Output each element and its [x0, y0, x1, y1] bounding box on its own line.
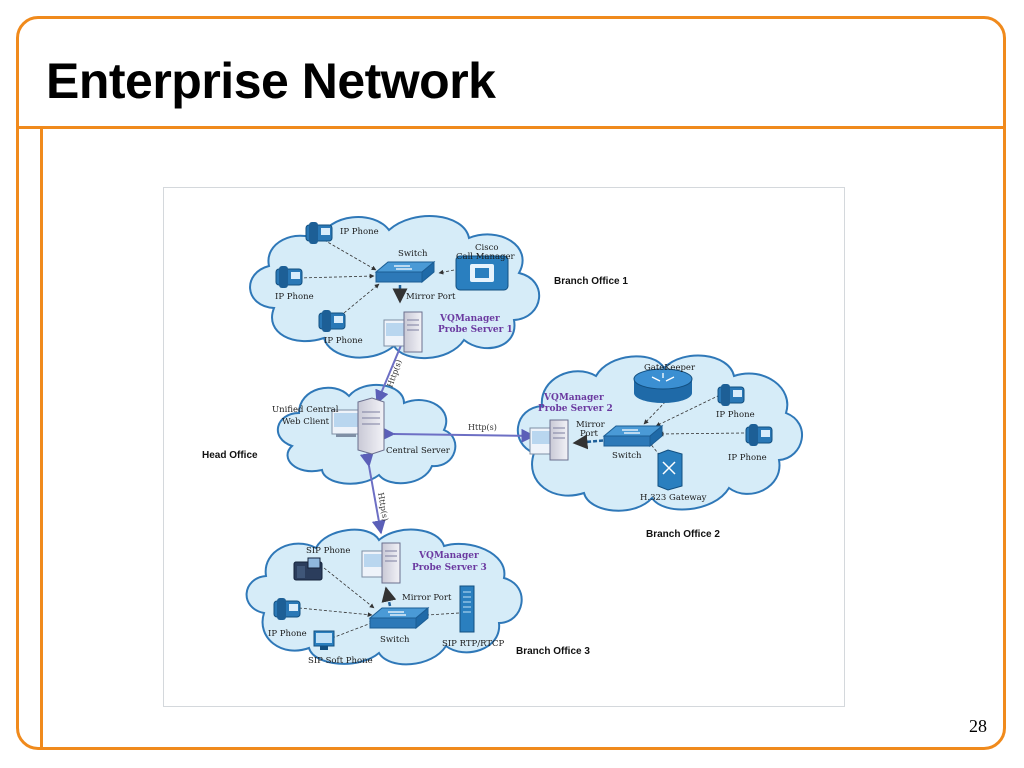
- left-accent-bar: [40, 126, 43, 750]
- probe-server-icon: [529, 419, 569, 461]
- link-b3-sipphone-switch: [323, 567, 375, 609]
- sip-rtp-server-icon: [459, 585, 475, 633]
- call-manager-icon: [455, 255, 509, 291]
- ip-phone-icon: [305, 222, 333, 244]
- link-b2-phone2-switch: [658, 431, 745, 437]
- head-central-server-label: Central Server: [386, 446, 451, 456]
- link-b3-ipphone-switch: [298, 607, 373, 617]
- link-http-head-b3: [359, 452, 386, 535]
- link-b1-cisco-switch: [438, 269, 455, 275]
- b1-callmanager-label: Call Manager: [456, 252, 515, 262]
- b3-probe-label-line1: VQManager: [418, 551, 479, 561]
- network-diagram: IP Phone IP Phone IP Phone Switch Cisco …: [163, 187, 845, 707]
- b2-ip-phone-2-label: IP Phone: [728, 453, 767, 463]
- head-client-label-line2: Web Client: [282, 417, 330, 427]
- b3-probe-label-line2: Probe Server 3: [412, 563, 487, 573]
- probe-server-icon: [361, 542, 401, 584]
- b2-mirror-label-line2: Port: [580, 429, 599, 439]
- link-b1-phone2-switch: [298, 273, 375, 279]
- network-diagram-svg: IP Phone IP Phone IP Phone Switch Cisco …: [202, 215, 803, 666]
- b3-ip-phone-label: IP Phone: [268, 629, 307, 639]
- b1-ip-phone-1-label: IP Phone: [340, 227, 379, 237]
- b3-sip-phone-label: SIP Phone: [306, 546, 350, 556]
- b1-ip-phone-2-label: IP Phone: [275, 292, 314, 302]
- ip-phone-icon: [745, 424, 773, 446]
- link-http-head-b2: [381, 426, 536, 443]
- h323-gateway-icon: [657, 449, 683, 491]
- sip-soft-phone-icon: [313, 630, 335, 650]
- head-office-label: Head Office: [202, 450, 258, 461]
- link-b2-gateway-switch: [648, 441, 667, 464]
- b3-sip-soft-phone-label: SIP Soft Phone: [308, 656, 373, 666]
- b2-probe-label-line1: VQManager: [543, 393, 604, 403]
- link-b1-phone3-switch: [343, 283, 380, 314]
- b2-switch-label: Switch: [612, 451, 642, 461]
- b2-probe-label-line2: Probe Server 2: [538, 404, 613, 414]
- link-b1-phone1-switch: [323, 239, 377, 271]
- link-b3-mirror-port: [381, 586, 397, 607]
- sip-phone-icon: [293, 557, 323, 581]
- gatekeeper-icon: [633, 368, 693, 403]
- b1-cisco-label-line1: Cisco: [475, 243, 498, 253]
- ip-phone-icon: [273, 598, 301, 620]
- b3-switch-label: Switch: [380, 635, 410, 645]
- branch-office-2-label: Branch Office 2: [646, 529, 720, 540]
- b1-probe-label-line1: VQManager: [439, 314, 500, 324]
- b2-gateway-label: H.323 Gateway: [640, 493, 707, 503]
- link-http-b1-head: [375, 328, 414, 405]
- branch-office-1-label: Branch Office 1: [554, 276, 628, 287]
- b2-gatekeeper-label: GateKeeper: [644, 363, 696, 373]
- switch-icon: [374, 260, 436, 284]
- switch-icon: [368, 606, 430, 630]
- ip-phone-icon: [318, 310, 346, 332]
- http-label-b2: Http(s): [468, 423, 497, 432]
- b1-mirror-port-label: Mirror Port: [406, 292, 456, 302]
- b3-sip-rtp-label: SIP RTP/RTCP: [442, 639, 505, 649]
- title-divider: [16, 126, 1006, 129]
- branch-office-3-label: Branch Office 3: [516, 646, 590, 657]
- slide-frame: [16, 16, 1006, 750]
- ip-phone-icon: [717, 384, 745, 406]
- b2-mirror-label-line1: Mirror: [576, 420, 606, 430]
- probe-server-icon: [383, 311, 423, 353]
- ip-phone-icon: [275, 266, 303, 288]
- b2-ip-phone-1-label: IP Phone: [716, 410, 755, 420]
- page-number: 28: [969, 716, 987, 736]
- b1-ip-phone-3-label: IP Phone: [324, 336, 363, 346]
- link-b2-phone1-switch: [655, 392, 725, 427]
- central-server-icon: [331, 397, 385, 455]
- link-b3-softphone-switch: [331, 621, 375, 639]
- b1-switch-label: Switch: [398, 249, 428, 259]
- head-client-label-line1: Unified Central: [272, 405, 339, 415]
- http-label-b1: Http(s): [385, 358, 403, 388]
- b1-probe-label-line2: Probe Server 1: [438, 325, 513, 335]
- slide-title: Enterprise Network: [46, 53, 496, 109]
- link-b3-siprtp-switch: [411, 612, 460, 619]
- switch-icon: [602, 424, 664, 448]
- b3-mirror-port-label: Mirror Port: [402, 593, 452, 603]
